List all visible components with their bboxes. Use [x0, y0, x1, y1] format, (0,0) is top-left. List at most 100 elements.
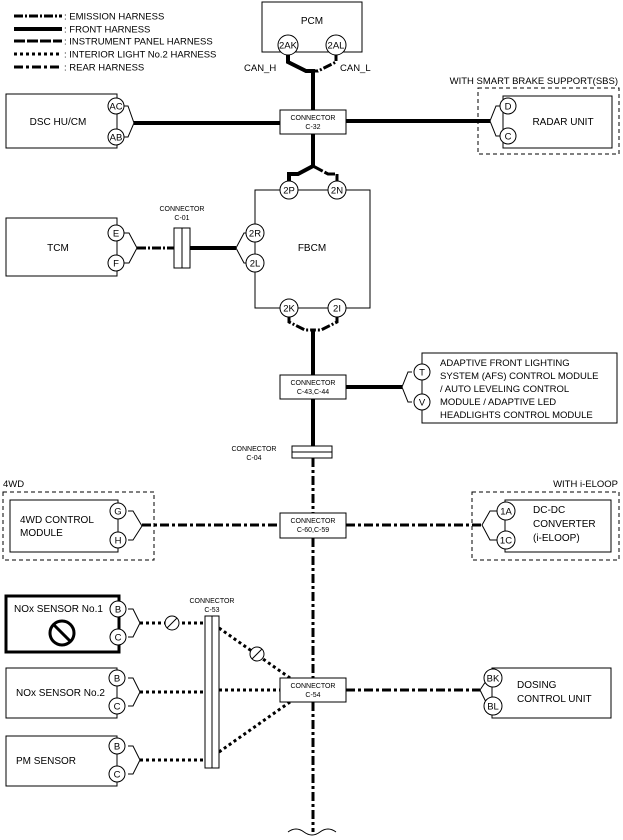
c04-id: C-04 [246, 455, 261, 462]
nox2-box [5, 667, 118, 719]
radar-unit[interactable]: WITH SMART BRAKE SUPPORT(SBS) RADAR UNIT… [450, 76, 620, 155]
dsc-pin-ab [107, 128, 125, 146]
dosing-control-unit[interactable]: DOSING CONTROL UNIT BK BL [483, 667, 612, 719]
afs-line-1: ADAPTIVE FRONT LIGHTING [440, 358, 570, 369]
dcdc-group-label: WITH i-ELOOP [553, 479, 618, 490]
dcdc-optional-frame [471, 491, 620, 561]
fbcm-pin-2l [245, 253, 265, 273]
wire-c32-fbcm-2p [287, 134, 315, 183]
fbcm-title: FBCM [298, 243, 326, 254]
pcm-can-l-label: CAN_L [340, 63, 371, 74]
wire-radar-pins [489, 105, 501, 137]
c01-id: C-01 [174, 215, 189, 222]
not-connected-icon [164, 615, 180, 631]
legend-emission-label: : EMISSION HARNESS [64, 12, 164, 23]
connector-c60-c59[interactable]: CONNECTOR C-60,C-59 [279, 512, 347, 539]
nox-sensor-1[interactable]: NOx SENSOR No.1 B C [4, 594, 127, 654]
nox1-title: NOx SENSOR No.1 [14, 604, 103, 615]
legend: : EMISSION HARNESS : FRONT HARNESS : INS… [14, 12, 216, 74]
tcm-title: TCM [47, 243, 69, 254]
pcm-pin-2al [325, 34, 347, 56]
tcm-module[interactable]: TCM E F [5, 217, 125, 277]
connector-c54[interactable]: CONNECTOR C-54 [279, 677, 347, 703]
pm-sensor[interactable]: PM SENSOR B C [5, 735, 126, 787]
pcm-title: PCM [301, 16, 323, 27]
dcdc-line-1: DC-DC [533, 505, 565, 516]
prohibited-icon [48, 619, 76, 647]
awd-box [9, 499, 119, 553]
dcdc-converter[interactable]: WITH i-ELOOP DC-DC CONVERTER (i-ELOOP) 1… [471, 479, 620, 561]
wire-pcm-can-l [313, 52, 338, 73]
nox1-pin-b-label: B [115, 605, 121, 616]
wire-tcm-pins [124, 232, 138, 264]
connector-c01[interactable]: CONNECTOR C-01 [160, 206, 205, 269]
afs-line-3: / AUTO LEVELING CONTROL [440, 384, 569, 395]
awd-pin-g [109, 502, 127, 520]
nox2-title: NOx SENSOR No.2 [16, 688, 105, 699]
connector-c04[interactable]: CONNECTOR C-04 [232, 445, 333, 462]
awd-optional-frame [2, 491, 155, 561]
wire-continuation-mark [287, 828, 337, 836]
harness-wires [124, 52, 501, 836]
nox2-pin-b-label: B [114, 674, 120, 685]
legend-front-label: : FRONT HARNESS [64, 25, 150, 36]
pm-pin-c [108, 765, 126, 783]
nox-sensor-2[interactable]: NOx SENSOR No.2 B C [5, 667, 126, 719]
radar-box [502, 95, 613, 149]
dsc-pin-ac [107, 97, 125, 115]
dosing-box [491, 667, 612, 719]
legend-interior-label: : INTERIOR LIGHT No.2 HARNESS [64, 50, 216, 61]
dosing-pin-bk [483, 668, 503, 688]
dosing-pin-bl [483, 696, 503, 716]
dosing-line-1: DOSING [517, 680, 557, 691]
dcdc-line-3: (i-ELOOP) [533, 533, 580, 544]
fbcm-module[interactable]: FBCM 2P 2N 2R 2L 2K 2I [245, 180, 371, 318]
fbcm-pin-2n [327, 180, 347, 200]
pcm-box [261, 1, 363, 53]
afs-pin-t-label: T [419, 368, 425, 379]
wire-nox2-pins [128, 677, 141, 707]
c32-label: CONNECTOR [291, 115, 336, 122]
nox1-pin-b [109, 600, 127, 618]
wire-fbcm-2i [313, 315, 339, 332]
c43-box [279, 374, 347, 400]
c60-id: C-60,C-59 [297, 527, 329, 534]
wire-c53-c54-lower [218, 700, 291, 754]
awd-line-2: MODULE [20, 528, 63, 539]
fbcm-pin-2r [245, 223, 265, 243]
dcdc-line-2: CONVERTER [533, 519, 596, 530]
connector-c32[interactable]: CONNECTOR C-32 [279, 109, 347, 135]
fbcm-pin-2k [279, 298, 299, 318]
pcm-pin-2al-label: 2AL [328, 41, 345, 52]
dcdc-pin-1a-label: 1A [500, 507, 512, 518]
connector-c53[interactable]: CONNECTOR C-53 [190, 598, 235, 769]
afs-module[interactable]: ADAPTIVE FRONT LIGHTING SYSTEM (AFS) CON… [413, 352, 618, 424]
pm-box [5, 735, 118, 787]
dosing-line-2: CONTROL UNIT [517, 694, 592, 705]
nox2-pin-c [108, 697, 126, 715]
radar-pin-d-label: D [505, 102, 512, 113]
pcm-module[interactable]: PCM 2AK 2AL CAN_H CAN_L [244, 1, 371, 74]
wire-dcdc-pins [481, 510, 497, 541]
nox2-pin-c-label: C [114, 702, 121, 713]
sbs-optional-frame [477, 87, 620, 155]
dsc-pin-ac-label: AC [109, 102, 122, 113]
dsc-module[interactable]: DSC HU/CM AC AB [5, 93, 125, 149]
wire-fbcm-2k [287, 315, 313, 332]
tcm-pin-f-label: F [113, 259, 119, 270]
awd-line-1: 4WD CONTROL [20, 515, 94, 526]
awd-module[interactable]: 4WD 4WD CONTROL MODULE G H [2, 479, 155, 561]
c32-box [279, 109, 347, 135]
c53-id: C-53 [204, 607, 219, 614]
fbcm-pin-2l-label: 2L [250, 259, 261, 270]
wire-pm-pins [128, 745, 141, 775]
dsc-box [5, 93, 118, 149]
c53-label: CONNECTOR [190, 598, 235, 605]
c32-id: C-32 [305, 124, 320, 131]
c54-label: CONNECTOR [291, 683, 336, 690]
connector-c43-c44[interactable]: CONNECTOR C-43,C-44 [279, 374, 347, 400]
fbcm-pin-2k-label: 2K [283, 304, 295, 315]
dcdc-pin-1c [496, 530, 516, 550]
